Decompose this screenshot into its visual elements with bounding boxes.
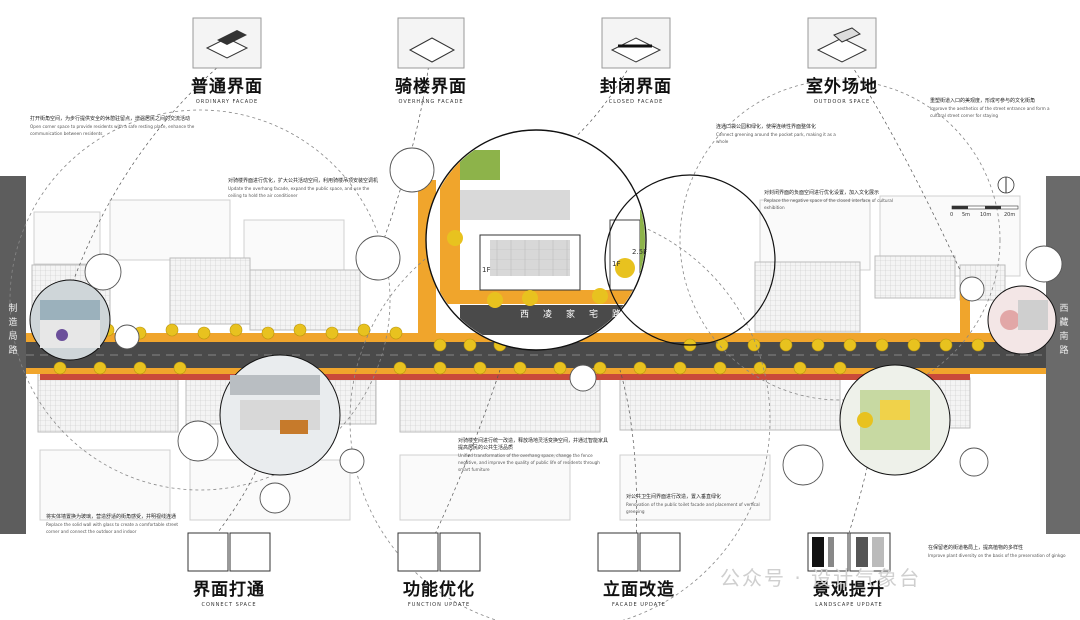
category-outdoor-title: 室外场地 <box>806 77 878 97</box>
note-closed-interface-zh: 对封闭界面的负面空间进行优化设置，加入文化展示 <box>764 190 880 196</box>
context-buildings <box>33 195 1021 521</box>
street-name-right: 西藏南路 <box>1059 304 1069 356</box>
south-sidewalk <box>26 368 1046 374</box>
note-pocket-park: 连通口袋公园和绿化，使得连续性界面整体化 Connect greening ar… <box>716 124 846 145</box>
strategy-function: 功能优化 FUNCTION UPDATE <box>378 575 500 608</box>
note-corner-space: 打开街角空间，为步行提供安全的休憩驻留点，增强居民之间的交流活动 Open co… <box>30 116 210 137</box>
road-name: 西凌家宅路 <box>520 310 636 320</box>
note-plant-diversity: 在保留老的街道格局上，提高植物的多样性 Improve plant divers… <box>928 545 1068 559</box>
strategy-function-title: 功能优化 <box>403 580 475 600</box>
strategy-connect-subtitle: CONNECT SPACE <box>201 602 257 608</box>
scale-label-10: 10m <box>980 212 992 218</box>
strategy-connect: 界面打通 CONNECT SPACE <box>168 575 290 608</box>
note-overhang-update-en: Update the overhang facade, expand the p… <box>228 186 370 198</box>
icon-circles <box>84 147 1063 514</box>
strategy-function-subtitle: FUNCTION UPDATE <box>407 602 471 608</box>
scale-label-20: 20m <box>1004 212 1016 218</box>
note-glass-wall-en: Replace the solid wall with glass to cre… <box>46 522 179 534</box>
strategy-landscape: 景观提升 LANDSCAPE UPDATE <box>788 575 910 608</box>
south-frontage <box>40 374 970 380</box>
note-public-toilet: 对公共卫生间界面进行改造，置入垂直绿化 Renovation of the pu… <box>626 494 776 515</box>
note-smart-furniture-zh: 对骑楼空间进行统一改造，释放场地灵活变换空间，并通过智能家具提高居民的公共生活品… <box>458 438 609 451</box>
note-public-toilet-zh: 对公共卫生间界面进行改造，置入垂直绿化 <box>626 494 722 500</box>
street-name-left: 制造局路 <box>8 304 18 356</box>
note-street-entrance-zh: 重塑街道入口的美观度，形成可参与的文化街角 <box>930 98 1036 104</box>
category-overhang-title: 骑楼界面 <box>395 77 467 97</box>
note-smart-furniture: 对骑楼空间进行统一改造，释放场地灵活变换空间，并通过智能家具提高居民的公共生活品… <box>458 438 608 473</box>
category-ordinary-subtitle: ORDINARY FACADE <box>195 99 259 105</box>
photo-circle-overhang <box>219 354 341 476</box>
zoom-circle-pocket-park <box>425 129 647 351</box>
strategy-landscape-subtitle: LANDSCAPE UPDATE <box>815 602 883 608</box>
left-side-road <box>0 176 26 534</box>
note-corner-space-en: Open corner space to provide residents w… <box>30 124 195 136</box>
scale-bar <box>951 205 1019 210</box>
note-closed-interface: 对封闭界面的负面空间进行优化设置，加入文化展示 Replace the nega… <box>764 190 914 211</box>
strategy-facade-subtitle: FACADE UPDATE <box>612 602 666 608</box>
note-public-toilet-en: Renovation of the public toilet facade a… <box>626 502 760 514</box>
strategy-connect-title: 界面打通 <box>193 580 265 600</box>
category-closed-title: 封闭界面 <box>600 77 672 97</box>
note-street-entrance: 重塑街道入口的美观度，形成可参与的文化街角 Improve the aesthe… <box>930 98 1058 119</box>
note-corner-space-zh: 打开街角空间，为步行提供安全的休憩驻留点，增强居民之间的交流活动 <box>30 116 191 122</box>
north-arrow <box>997 176 1015 194</box>
note-pocket-park-zh: 连通口袋公园和绿化，使得连续性界面整体化 <box>716 124 817 130</box>
level-mark-2: 1F <box>612 260 621 268</box>
right-side-road <box>1046 176 1080 534</box>
zoom-circle-right <box>604 174 776 346</box>
level-mark-3: 2.5F <box>632 248 648 256</box>
note-street-entrance-en: Improve the aesthetics of the street ent… <box>930 106 1050 118</box>
category-ordinary-title: 普通界面 <box>191 77 263 97</box>
strategy-landscape-title: 景观提升 <box>813 580 885 600</box>
note-plant-diversity-zh: 在保留老的街道格局上，提高植物的多样性 <box>928 545 1024 551</box>
note-overhang-update-zh: 对骑楼界面进行优化，扩大公共活动空间，利用骑楼吊顶安装空调机 <box>228 178 379 184</box>
category-outdoor-subtitle: OUTDOOR SPACE <box>813 99 871 105</box>
strategy-facade: 立面改造 FACADE UPDATE <box>578 575 700 608</box>
photo-circle-landscape <box>839 364 951 476</box>
category-outdoor: 室外场地 OUTDOOR SPACE <box>781 72 903 105</box>
category-ordinary: 普通界面 ORDINARY FACADE <box>166 72 288 105</box>
landscape-strategy-fill <box>812 537 884 567</box>
south-buildings <box>37 371 971 433</box>
top-category-icons <box>192 17 877 69</box>
note-smart-furniture-en: Unified transformation of the overhang s… <box>458 453 600 472</box>
note-closed-interface-en: Replace the negative space of the closed… <box>764 198 893 210</box>
scale-label-0: 0 <box>950 212 954 218</box>
note-glass-wall-zh: 将实体墙置换为玻璃，营造舒适的街角感受，并明视线连通 <box>46 514 177 520</box>
note-pocket-park-en: Connect greening around the pocket park,… <box>716 132 836 144</box>
watermark: 公众号 · 设计气象台 <box>720 566 922 590</box>
note-overhang-update: 对骑楼界面进行优化，扩大公共活动空间，利用骑楼吊顶安装空调机 Update th… <box>228 178 378 199</box>
concept-circles <box>9 79 1001 620</box>
photo-circle-left <box>29 279 111 361</box>
scale-label-5: 5m <box>962 212 971 218</box>
level-mark-1: 1F <box>482 266 491 274</box>
category-overhang-subtitle: OVERHANG FACADE <box>398 99 464 105</box>
category-closed: 封闭界面 CLOSED FACADE <box>575 72 697 105</box>
category-overhang: 骑楼界面 OVERHANG FACADE <box>370 72 492 105</box>
category-closed-subtitle: CLOSED FACADE <box>608 99 664 105</box>
photo-circle-corner <box>987 285 1057 355</box>
strategy-facade-title: 立面改造 <box>603 580 675 600</box>
note-plant-diversity-en: Improve plant diversity on the basis of … <box>928 553 1066 558</box>
note-glass-wall: 将实体墙置换为玻璃，营造舒适的街角感受，并明视线连通 Replace the s… <box>46 514 186 535</box>
